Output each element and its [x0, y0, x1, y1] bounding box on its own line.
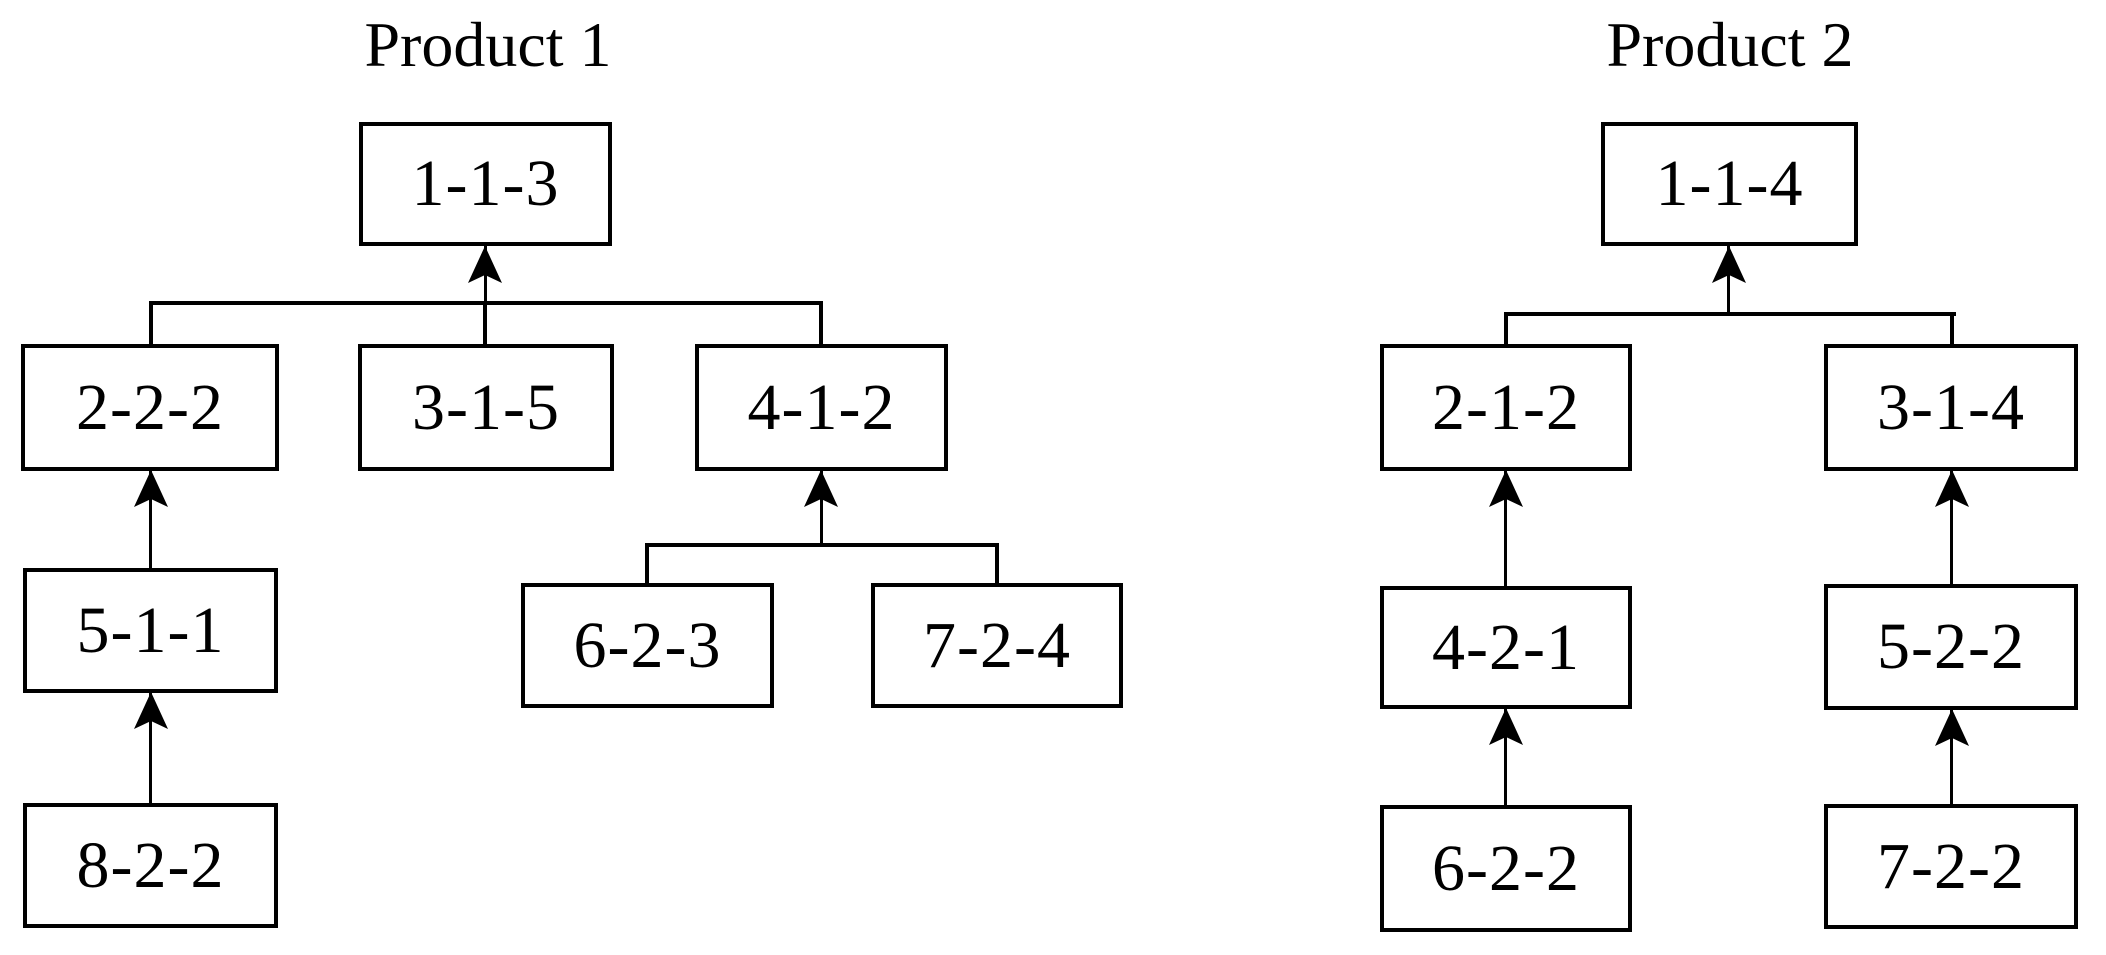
node-8-2-2: 8-2-2: [23, 803, 278, 928]
connector-line: [1504, 471, 1507, 586]
node-5-1-1: 5-1-1: [23, 568, 278, 693]
connector-line: [819, 301, 823, 344]
connector-line: [995, 543, 999, 583]
node-1-1-3: 1-1-3: [359, 122, 612, 246]
connector-line: [149, 301, 153, 344]
connector-line: [1950, 710, 1953, 804]
arrowhead-up-icon: [1712, 246, 1746, 283]
connector-line: [1504, 312, 1508, 344]
arrowhead-up-icon: [134, 470, 168, 507]
node-4-1-2: 4-1-2: [695, 344, 948, 471]
node-2-2-2: 2-2-2: [21, 344, 279, 471]
node-6-2-2: 6-2-2: [1380, 805, 1632, 932]
arrowhead-up-icon: [134, 692, 168, 729]
connector-line: [1950, 312, 1954, 344]
arrowhead-up-icon: [1489, 708, 1523, 745]
node-1-1-4: 1-1-4: [1601, 122, 1858, 246]
connector-line: [645, 543, 649, 583]
arrowhead-up-icon: [1489, 470, 1523, 507]
node-4-2-1: 4-2-1: [1380, 586, 1632, 709]
connector-line: [149, 471, 152, 568]
connector-line: [1504, 709, 1507, 805]
node-6-2-3: 6-2-3: [521, 583, 774, 708]
node-5-2-2: 5-2-2: [1824, 584, 2078, 710]
connector-line: [645, 543, 999, 547]
node-3-1-5: 3-1-5: [358, 344, 614, 471]
connector-line: [484, 246, 487, 305]
node-3-1-4: 3-1-4: [1824, 344, 2078, 471]
node-2-1-2: 2-1-2: [1380, 344, 1632, 471]
product1-title: Product 1: [364, 9, 612, 80]
arrowhead-up-icon: [468, 246, 502, 283]
connector-line: [1950, 471, 1953, 584]
connector-line: [820, 471, 823, 547]
connector-line: [483, 301, 487, 344]
node-7-2-2: 7-2-2: [1824, 804, 2078, 929]
arrowhead-up-icon: [1935, 470, 1969, 507]
connector-line: [1504, 312, 1956, 316]
connector-line: [149, 693, 152, 803]
node-7-2-4: 7-2-4: [871, 583, 1123, 708]
arrowhead-up-icon: [804, 470, 838, 507]
arrowhead-up-icon: [1935, 709, 1969, 746]
connector-line: [1727, 246, 1730, 316]
product2-title: Product 2: [1606, 9, 1854, 80]
